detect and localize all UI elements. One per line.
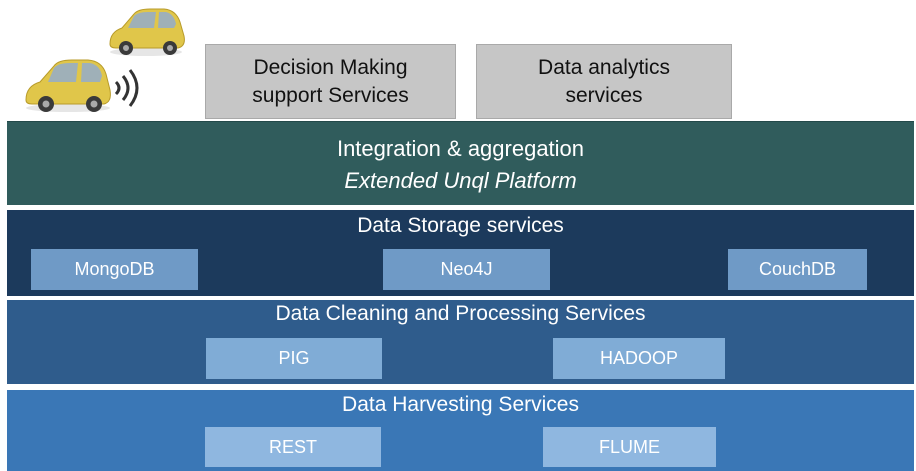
integration-subtitle: Extended Unql Platform (344, 168, 577, 193)
data-harvesting-layer: Data Harvesting Services REST FLUME (7, 390, 914, 471)
flume-box: FLUME (543, 427, 716, 467)
data-storage-title: Data Storage services (357, 214, 564, 237)
neo4j-box: Neo4J (383, 249, 550, 290)
pig-box: PIG (206, 338, 382, 379)
hadoop-box: HADOOP (553, 338, 725, 379)
couchdb-box: CouchDB (728, 249, 867, 290)
data-analytics-line1: Data analytics (538, 55, 670, 79)
mongodb-box: MongoDB (31, 249, 198, 290)
integration-title: Integration & aggregation (336, 136, 585, 161)
data-cleaning-title: Data Cleaning and Processing Services (275, 302, 646, 325)
decision-making-line2: support Services (252, 83, 409, 107)
integration-layer: Integration & aggregation Extended Unql … (7, 121, 914, 205)
data-harvesting-title: Data Harvesting Services (342, 393, 579, 416)
rest-box: REST (205, 427, 381, 467)
data-analytics-line2: services (565, 83, 643, 107)
signal-waves-icon (108, 64, 148, 112)
data-cleaning-layer: Data Cleaning and Processing Services PI… (7, 300, 914, 384)
car-icon (20, 56, 116, 114)
decision-making-line1: Decision Making (253, 55, 408, 79)
car-icon (104, 6, 188, 58)
data-analytics-services-box: Data analytics services (476, 44, 732, 119)
decision-making-services-box: Decision Making support Services (205, 44, 456, 119)
data-storage-layer: Data Storage services MongoDB Neo4J Couc… (7, 210, 914, 296)
